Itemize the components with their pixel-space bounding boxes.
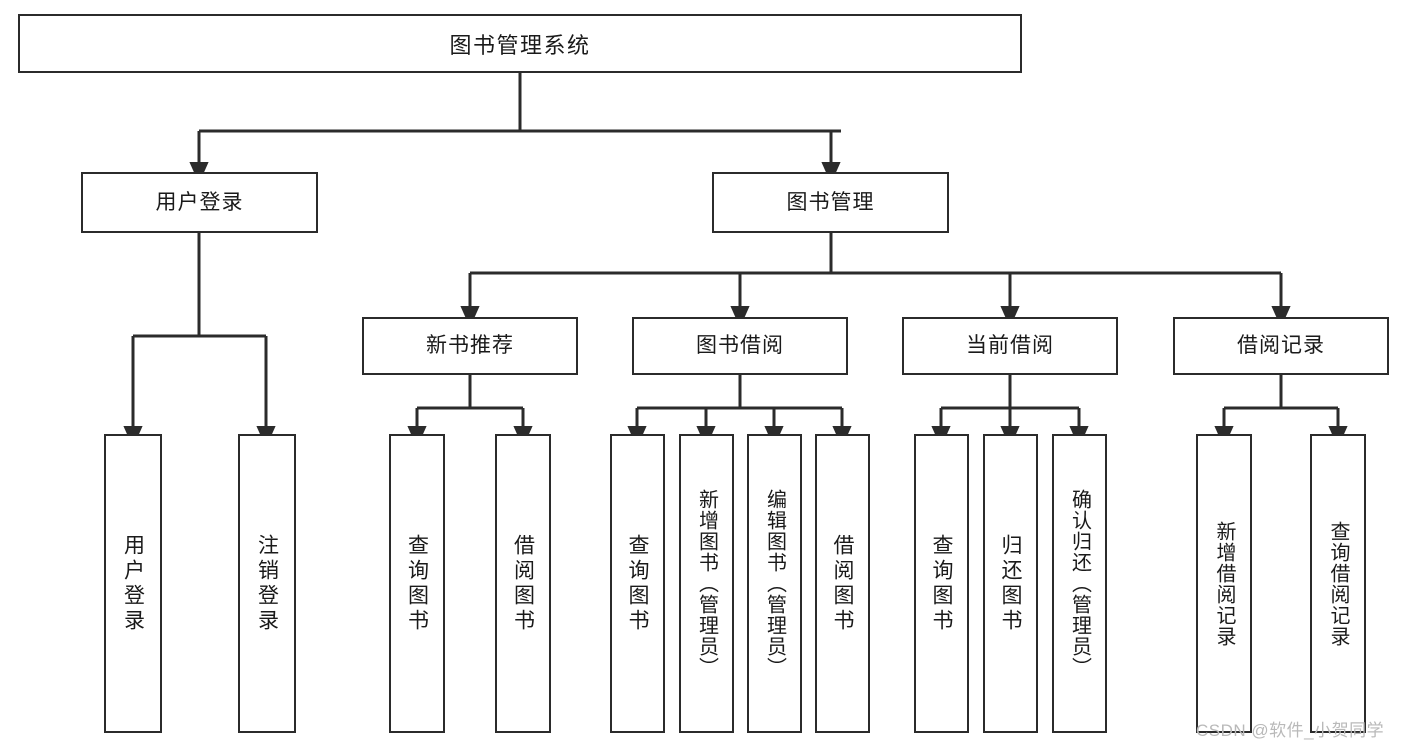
leaf-edit-book-admin[interactable]: 编辑图书（管理员） (747, 434, 802, 733)
leaf-confirm-return-admin[interactable]: 确认归还（管理员） (1052, 434, 1107, 733)
leaf-user-login[interactable]: 用户登录 (104, 434, 162, 733)
csdn-watermark: CSDN @软件_小贺同学 (1196, 721, 1385, 740)
leaf-query-books-current[interactable]: 查询图书 (914, 434, 969, 733)
node-root-book-management-system[interactable]: 图书管理系统 (18, 14, 1022, 73)
node-book-borrowing[interactable]: 图书借阅 (632, 317, 848, 375)
leaf-borrow-book[interactable]: 借阅图书 (815, 434, 870, 733)
node-new-book-recommendation[interactable]: 新书推荐 (362, 317, 578, 375)
leaf-query-books-recommend[interactable]: 查询图书 (389, 434, 445, 733)
node-current-borrowing[interactable]: 当前借阅 (902, 317, 1118, 375)
leaf-borrow-books-recommend[interactable]: 借阅图书 (495, 434, 551, 733)
leaf-return-book[interactable]: 归还图书 (983, 434, 1038, 733)
leaf-query-borrow-record[interactable]: 查询借阅记录 (1310, 434, 1366, 733)
node-borrow-records[interactable]: 借阅记录 (1173, 317, 1389, 375)
leaf-logout[interactable]: 注销登录 (238, 434, 296, 733)
node-book-management[interactable]: 图书管理 (712, 172, 949, 233)
leaf-add-borrow-record[interactable]: 新增借阅记录 (1196, 434, 1252, 733)
leaf-query-books-borrow[interactable]: 查询图书 (610, 434, 665, 733)
node-user-login[interactable]: 用户登录 (81, 172, 318, 233)
leaf-add-book-admin[interactable]: 新增图书（管理员） (679, 434, 734, 733)
